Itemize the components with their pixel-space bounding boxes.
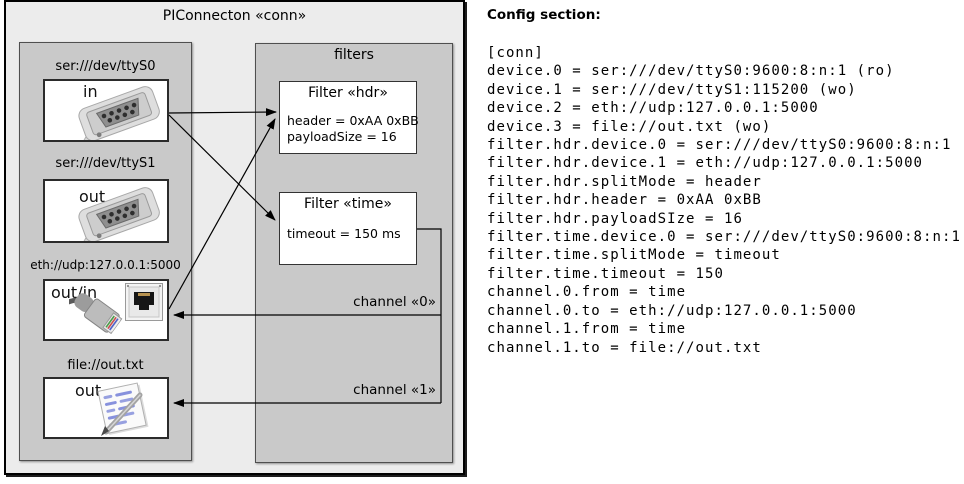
notepad-pen-icon: [97, 382, 149, 436]
channel-0-label: channel «0»: [353, 294, 436, 310]
filters-panel-title: filters: [334, 47, 374, 63]
device-direction-label: out: [75, 381, 102, 400]
device-direction-label: in: [83, 82, 98, 101]
filter-box-time: [279, 192, 417, 265]
filter-attribute: header = 0xAA 0xBB: [287, 113, 419, 128]
device-box-eth: out/in: [43, 279, 169, 341]
device-url-label: ser:///dev/ttyS0: [55, 59, 156, 74]
device-url-label: eth://udp:127.0.0.1:5000: [30, 258, 181, 272]
device-box-ttys1: out: [43, 179, 169, 243]
serial-connector-icon: [78, 187, 160, 241]
config-section-heading: Config section:: [487, 7, 601, 23]
device-box-ttys0: in: [43, 79, 169, 142]
device-box-file: out: [43, 377, 169, 439]
device-url-label: file://out.txt: [67, 358, 144, 373]
filter-attribute: payloadSize = 16: [287, 129, 397, 144]
device-url-label: ser:///dev/ttyS1: [55, 156, 156, 171]
diagram-title: PIConnecton «conn»: [162, 8, 307, 24]
filter-title: Filter «hdr»: [308, 85, 388, 101]
filter-attribute: timeout = 150 ms: [287, 226, 401, 241]
config-section-text: [conn] device.0 = ser:///dev/ttyS0:9600:…: [487, 45, 961, 356]
channel-1-label: channel «1»: [353, 382, 436, 398]
serial-connector-icon: [78, 86, 160, 140]
device-direction-label: out: [79, 187, 106, 206]
ethernet-connector-icon: [69, 283, 163, 335]
filter-box-hdr: [279, 81, 417, 154]
filter-title: Filter «time»: [304, 196, 392, 212]
